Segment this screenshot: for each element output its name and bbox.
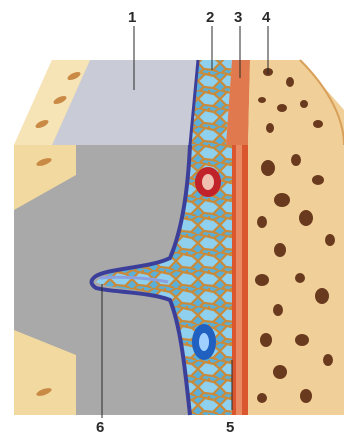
- label-4: 4: [262, 9, 271, 26]
- label-5: 5: [226, 419, 234, 436]
- label-2: 2: [206, 9, 214, 26]
- label-1: 1: [128, 9, 136, 26]
- red-layer-highlight: [236, 145, 242, 415]
- label-3: 3: [234, 9, 242, 26]
- vein-lumen: [199, 333, 209, 351]
- label-6: 6: [96, 419, 104, 436]
- artery-lumen: [202, 174, 214, 190]
